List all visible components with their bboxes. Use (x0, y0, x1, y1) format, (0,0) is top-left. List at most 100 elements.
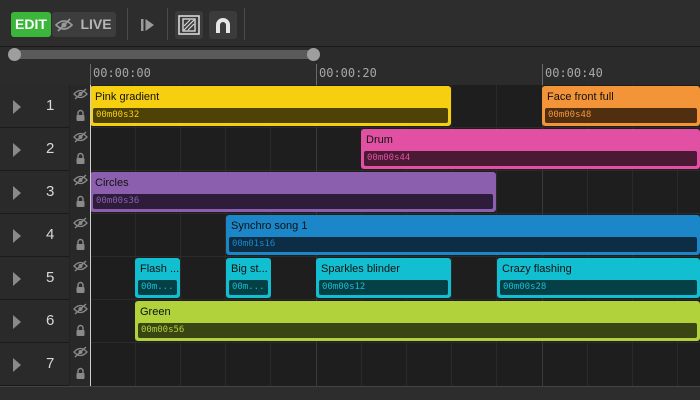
lock-icon[interactable] (75, 152, 86, 165)
timeline-clip[interactable]: Drum 00m00s44 (361, 129, 700, 169)
timeline-clip[interactable]: Green 00m00s56 (135, 301, 700, 341)
timeline-clip[interactable]: Sparkles blinder 00m00s12 (316, 258, 451, 298)
track-number: 7 (46, 355, 55, 372)
play-button[interactable] (134, 11, 162, 39)
row-divider (90, 170, 700, 171)
zoom-handle-right[interactable] (307, 48, 320, 61)
toolbar-separator (167, 8, 168, 40)
eye-slash-icon[interactable] (73, 174, 88, 186)
eye-slash-icon[interactable] (73, 88, 88, 100)
clip-duration: 00m... (229, 280, 268, 295)
clip-title: Drum (366, 134, 393, 146)
timeline-clip[interactable]: Crazy flashing 00m00s28 (497, 258, 700, 298)
clip-duration: 00m00s56 (138, 323, 697, 338)
eye-slash-icon[interactable] (73, 131, 88, 143)
grid-line (135, 85, 136, 386)
clip-duration: 00m00s28 (500, 280, 697, 295)
grid-line (180, 85, 181, 386)
clip-duration: 00m00s44 (364, 151, 697, 166)
timeline-clip[interactable]: Flash ... 00m... (135, 258, 180, 298)
track-header[interactable]: 2 (0, 128, 90, 171)
clip-title: Green (140, 306, 171, 318)
lock-icon[interactable] (75, 324, 86, 337)
clip-title: Pink gradient (95, 91, 160, 103)
lock-icon[interactable] (75, 367, 86, 380)
ruler-tick (542, 64, 543, 85)
eye-slash-icon[interactable] (73, 260, 88, 272)
track-number: 2 (46, 140, 55, 157)
clip-duration: 00m01s16 (229, 237, 697, 252)
expand-track-icon[interactable] (13, 272, 21, 286)
row-divider (90, 127, 700, 128)
clip-title: Sparkles blinder (321, 263, 400, 275)
track-header[interactable]: 1 (0, 85, 90, 128)
grid-line (225, 85, 226, 386)
status-bar (0, 386, 700, 400)
track-header[interactable]: 7 (0, 343, 90, 386)
expand-track-icon[interactable] (13, 143, 21, 157)
toolbar-separator (244, 8, 245, 40)
zoom-scrollbar[interactable] (14, 50, 314, 59)
select-region-icon (178, 15, 200, 35)
track-controls (69, 171, 90, 214)
track-number: 5 (46, 269, 55, 286)
track-header[interactable]: 3 (0, 171, 90, 214)
live-mode-button[interactable]: LIVE (76, 12, 116, 37)
track-controls (69, 300, 90, 343)
select-region-button[interactable] (175, 11, 203, 39)
expand-track-icon[interactable] (13, 229, 21, 243)
track-controls (69, 257, 90, 300)
track-number: 6 (46, 312, 55, 329)
track-header[interactable]: 5 (0, 257, 90, 300)
track-header[interactable]: 4 (0, 214, 90, 257)
ruler-tick (90, 64, 91, 85)
track-controls (69, 343, 90, 386)
clip-title: Circles (95, 177, 129, 189)
track-controls (69, 85, 90, 128)
expand-track-icon[interactable] (13, 315, 21, 329)
eye-slash-icon[interactable] (73, 217, 88, 229)
lock-icon[interactable] (75, 238, 86, 251)
clip-title: Flash ... (140, 263, 180, 275)
row-divider (90, 342, 700, 343)
snap-magnet-button[interactable] (209, 11, 237, 39)
play-icon (141, 19, 154, 31)
track-number: 1 (46, 97, 55, 114)
clip-duration: 00m00s32 (93, 108, 448, 123)
lock-icon[interactable] (75, 281, 86, 294)
clip-duration: 00m00s36 (93, 194, 493, 209)
toolbar: EDIT LIVE (0, 0, 700, 47)
clip-duration: 00m00s12 (319, 280, 448, 295)
timeline-clip[interactable]: Circles 00m00s36 (90, 172, 496, 212)
clip-title: Crazy flashing (502, 263, 572, 275)
row-divider (90, 256, 700, 257)
lock-icon[interactable] (75, 109, 86, 122)
eye-slash-icon[interactable] (73, 346, 88, 358)
zoom-handle-left[interactable] (8, 48, 21, 61)
track-header[interactable]: 6 (0, 300, 90, 343)
clip-duration: 00m... (138, 280, 177, 295)
track-number: 3 (46, 183, 55, 200)
playhead[interactable] (90, 85, 91, 386)
lock-icon[interactable] (75, 195, 86, 208)
expand-track-icon[interactable] (13, 100, 21, 114)
row-divider (90, 213, 700, 214)
clip-duration: 00m00s48 (545, 108, 697, 123)
toolbar-separator (127, 8, 128, 40)
ruler-tick (316, 64, 317, 85)
timeline-clip[interactable]: Pink gradient 00m00s32 (90, 86, 451, 126)
hide-toggle-button[interactable] (52, 12, 76, 37)
expand-track-icon[interactable] (13, 186, 21, 200)
edit-mode-button[interactable]: EDIT (11, 12, 51, 37)
clip-title: Synchro song 1 (231, 220, 308, 232)
ruler-label: 00:00:00 (93, 66, 151, 80)
eye-slash-icon (55, 17, 73, 32)
expand-track-icon[interactable] (13, 358, 21, 372)
track-controls (69, 128, 90, 171)
eye-slash-icon[interactable] (73, 303, 88, 315)
timeline-clip[interactable]: Synchro song 1 00m01s16 (226, 215, 700, 255)
clip-title: Big st... (231, 263, 268, 275)
timeline-clip[interactable]: Face front full 00m00s48 (542, 86, 700, 126)
ruler-label: 00:00:20 (319, 66, 377, 80)
timeline-clip[interactable]: Big st... 00m... (226, 258, 271, 298)
